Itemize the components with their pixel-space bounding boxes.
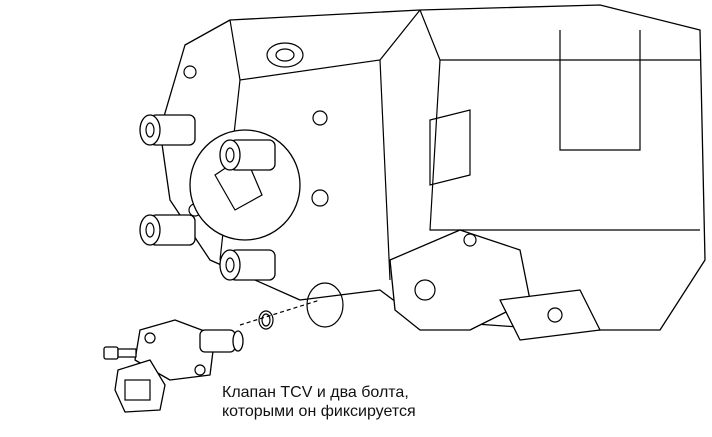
caption: Клапан TCV и два болта, которыми он фикс… (222, 383, 416, 421)
o-ring (258, 310, 274, 330)
caption-line-2: которыми он фиксируется (222, 403, 416, 420)
bolt (103, 346, 137, 360)
tcv-valve (114, 319, 244, 413)
delivery-fittings (139, 114, 276, 281)
caption-line-1: Клапан TCV и два болта, (222, 384, 409, 401)
mounting-bracket (389, 229, 601, 341)
